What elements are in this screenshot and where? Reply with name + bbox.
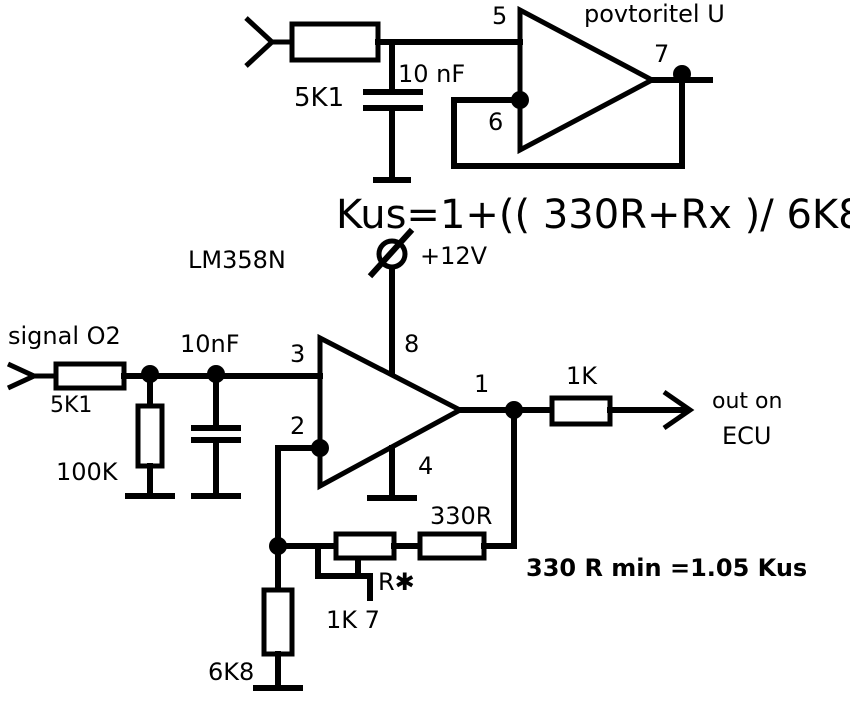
follower-pin6: 6 (488, 108, 503, 136)
trimmer-label: R✱ (378, 568, 415, 596)
input-resistor-label: 5K1 (50, 393, 92, 418)
feedback-resistor (417, 531, 487, 561)
trimmer-resistor (333, 531, 397, 561)
pulldown-label: 100K (56, 458, 119, 486)
follower-pin5: 5 (492, 2, 507, 30)
follower-opamp (517, 5, 658, 155)
follower-pin6-node (511, 91, 529, 109)
signal-label: signal O2 (8, 322, 121, 350)
pin1-label: 1 (474, 370, 489, 398)
chip-label: LM358N (188, 246, 286, 274)
follower-resistor (289, 21, 381, 63)
output-label-1: out on (712, 389, 782, 414)
output-resistor-label: 1K (566, 362, 598, 390)
ground-resistor (261, 587, 295, 657)
follower-capacitor-label: 10 nF (398, 60, 465, 88)
input-capacitor-label: 10nF (180, 330, 240, 358)
output-arrow (662, 389, 695, 431)
input-arrow (6, 361, 56, 391)
output-label-2: ECU (722, 422, 772, 450)
follower-pin7: 7 (654, 40, 669, 68)
power-supply (367, 227, 415, 375)
pin8-label: 8 (404, 330, 419, 358)
follower-input-arrow (244, 16, 292, 68)
follower-resistor-label: 5K1 (294, 83, 344, 113)
power-terminal-slash (367, 227, 415, 279)
gain-formula: Kus=1+(( 330R+Rx )/ 6K8 ) (336, 192, 850, 238)
main-amp-section (6, 333, 695, 691)
pin4-label: 4 (418, 452, 433, 480)
trimmer-wiper (315, 543, 373, 601)
power-label: +12V (420, 242, 488, 270)
follower-section (244, 5, 713, 183)
pin3-label: 3 (290, 340, 305, 368)
output-resistor (549, 395, 613, 427)
ground-resistor-label: 6K8 (208, 658, 254, 686)
pulldown-resistor (135, 403, 165, 469)
pin2-label: 2 (290, 412, 305, 440)
follower-title: povtoritel U (584, 0, 725, 28)
trimmer-value-label: 1K 7 (326, 606, 380, 634)
feedback-resistor-label: 330R (430, 502, 492, 530)
gain-note: 330 R min =1.05 Kus (526, 554, 807, 582)
input-resistor (53, 361, 127, 391)
